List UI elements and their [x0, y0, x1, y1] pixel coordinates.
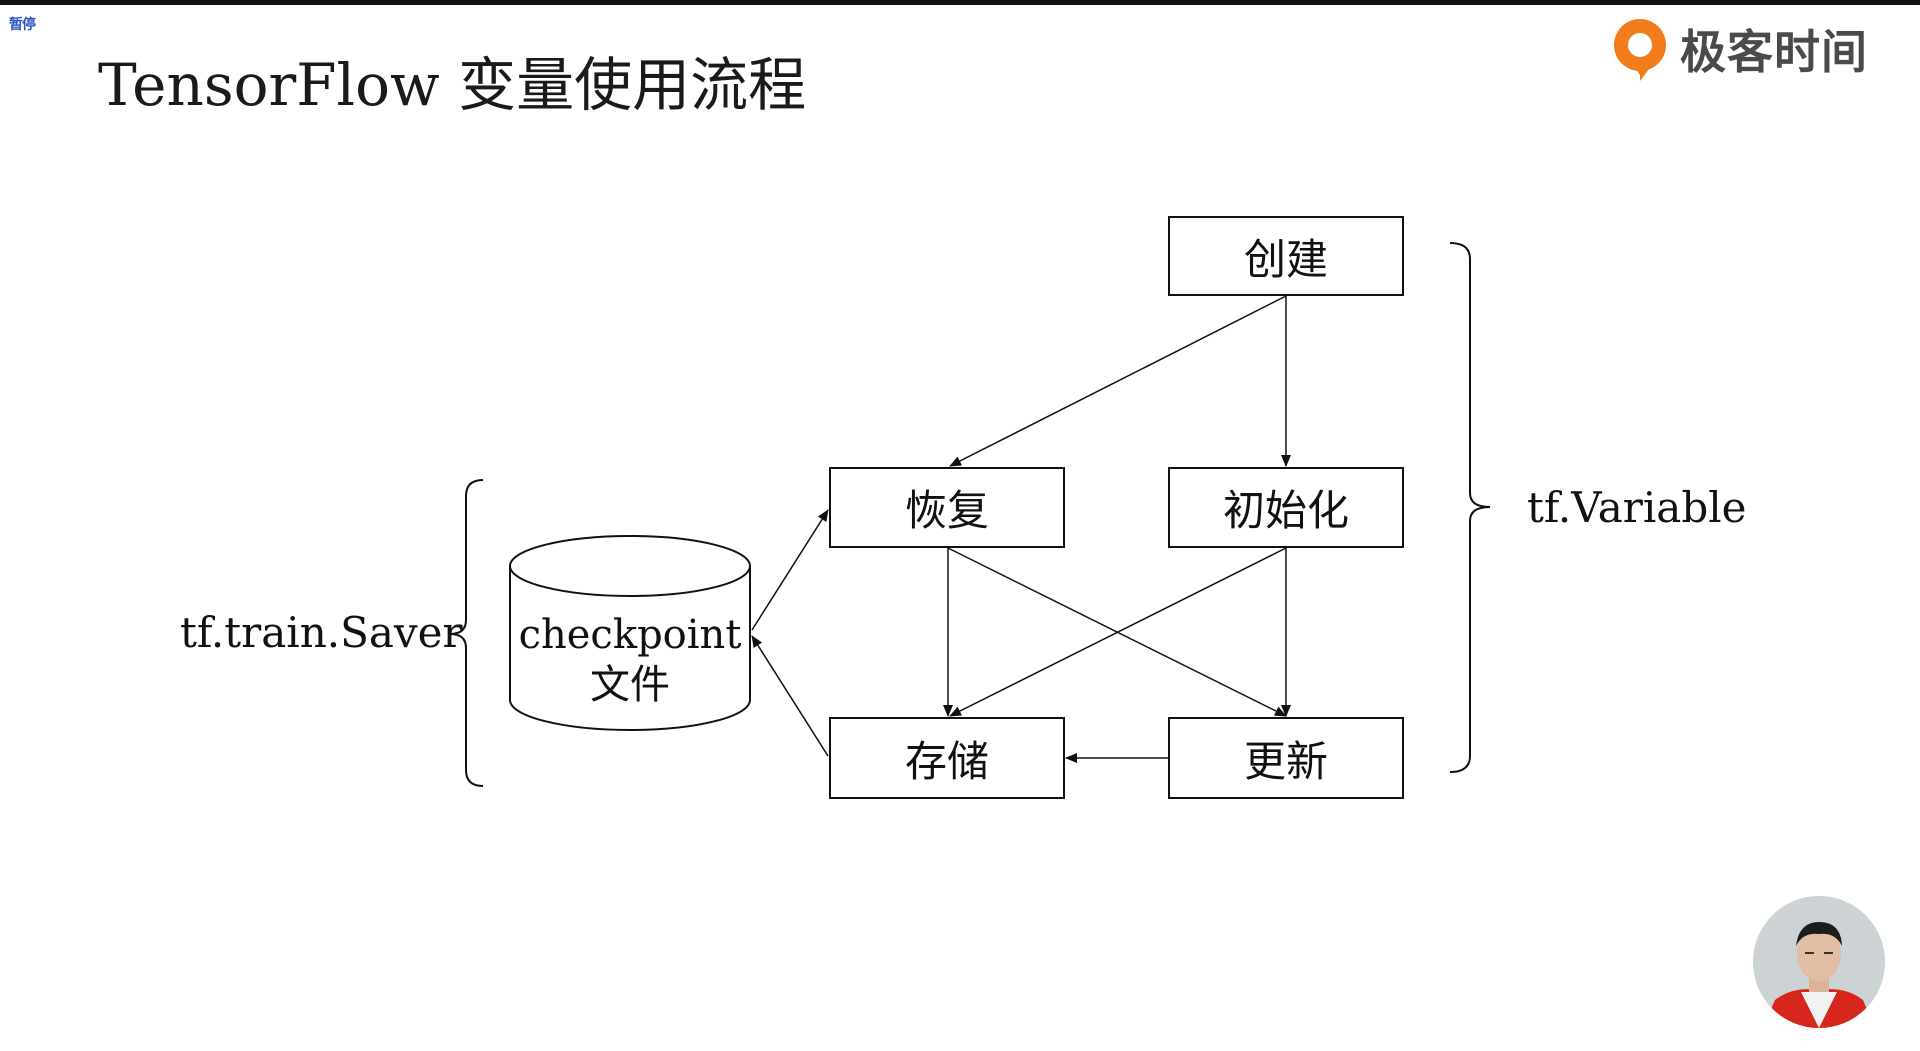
- presenter-icon: [1753, 896, 1885, 1028]
- variable-label: tf.Variable: [1527, 483, 1747, 532]
- brand-name: 极客时间: [1680, 25, 1868, 79]
- node-update: 更新: [1168, 717, 1404, 799]
- node-create: 创建: [1168, 216, 1404, 296]
- pause-badge[interactable]: 暂停: [9, 17, 36, 33]
- presenter-avatar: [1753, 896, 1885, 1028]
- saver-label: tf.train.Saver: [180, 608, 463, 657]
- node-restore: 恢复: [829, 467, 1065, 548]
- saver-brace: [449, 479, 484, 787]
- top-bar: [0, 0, 1920, 5]
- variable-brace: [1449, 242, 1491, 773]
- checkpoint-label-line2: 文件: [590, 662, 670, 708]
- checkpoint-label-line1: checkpoint: [518, 612, 742, 658]
- checkpoint-label: checkpoint 文件: [510, 610, 750, 710]
- edge-create-restore: [949, 295, 1287, 467]
- page-title: TensorFlow 变量使用流程: [98, 51, 807, 119]
- node-save: 存储: [829, 717, 1065, 799]
- checkpoint-cylinder: [509, 535, 751, 731]
- brand: 极客时间: [1610, 14, 1868, 84]
- geektime-logo-icon: [1614, 19, 1666, 81]
- edge-init-save: [949, 547, 1287, 717]
- edge-checkpoint-restore: [751, 509, 829, 631]
- edge-save-checkpoint: [751, 635, 829, 757]
- node-init: 初始化: [1168, 467, 1404, 548]
